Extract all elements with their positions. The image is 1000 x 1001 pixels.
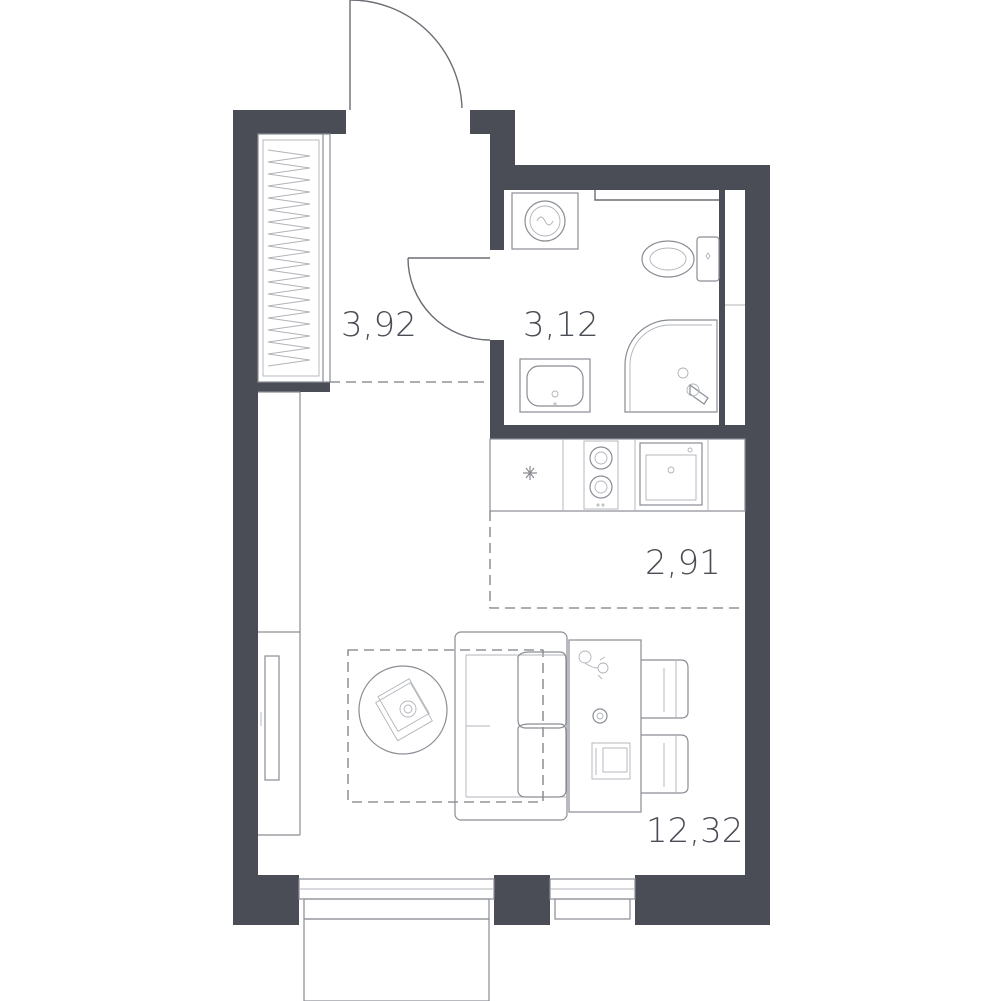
kitchen-sink-icon — [639, 442, 703, 506]
washing-machine-icon — [511, 192, 579, 250]
wall-left — [233, 110, 258, 925]
wall-top-left — [233, 110, 346, 134]
entrance-door-icon — [349, 0, 463, 110]
window-icon — [549, 878, 636, 920]
wall-bath-inner-right — [719, 186, 725, 436]
chair-icon — [641, 659, 689, 719]
balcony — [303, 918, 490, 1001]
walls — [233, 110, 770, 925]
room-area-hallway: 3,92 — [341, 305, 417, 345]
kitchen-boundary — [489, 511, 745, 609]
wall-bath-partition-lower — [490, 340, 504, 436]
wardrobe-icon — [257, 133, 331, 383]
bathroom-door-icon — [407, 257, 491, 341]
cooktop-icon — [583, 440, 619, 510]
dining-table-icon — [568, 639, 642, 813]
tv-icon — [260, 655, 280, 781]
coffee-table-icon — [358, 665, 448, 755]
room-area-bathroom: 3,12 — [523, 305, 599, 345]
kitchen-counter — [489, 438, 746, 512]
storage-shelf — [258, 391, 301, 836]
chair-icon — [641, 734, 689, 794]
sofa-icon — [454, 631, 568, 821]
room-area-kitchen: 2,91 — [645, 543, 721, 583]
wall-bottom-right — [635, 875, 770, 925]
wall-bottom-mid — [494, 875, 550, 925]
wall-top-right — [490, 165, 770, 190]
sink-icon — [519, 358, 591, 413]
wall-bath-bottom — [490, 425, 770, 439]
wall-bottom-left — [233, 875, 299, 925]
wall-hall-closet-bottom — [258, 382, 330, 392]
toilet-icon — [641, 236, 720, 282]
room-area-living: 12,32 — [646, 811, 743, 851]
wall-bath-partition-upper — [490, 186, 504, 250]
rug — [347, 649, 544, 803]
shower-icon — [624, 319, 718, 413]
wall-right — [745, 165, 770, 925]
window-icon — [298, 878, 495, 920]
